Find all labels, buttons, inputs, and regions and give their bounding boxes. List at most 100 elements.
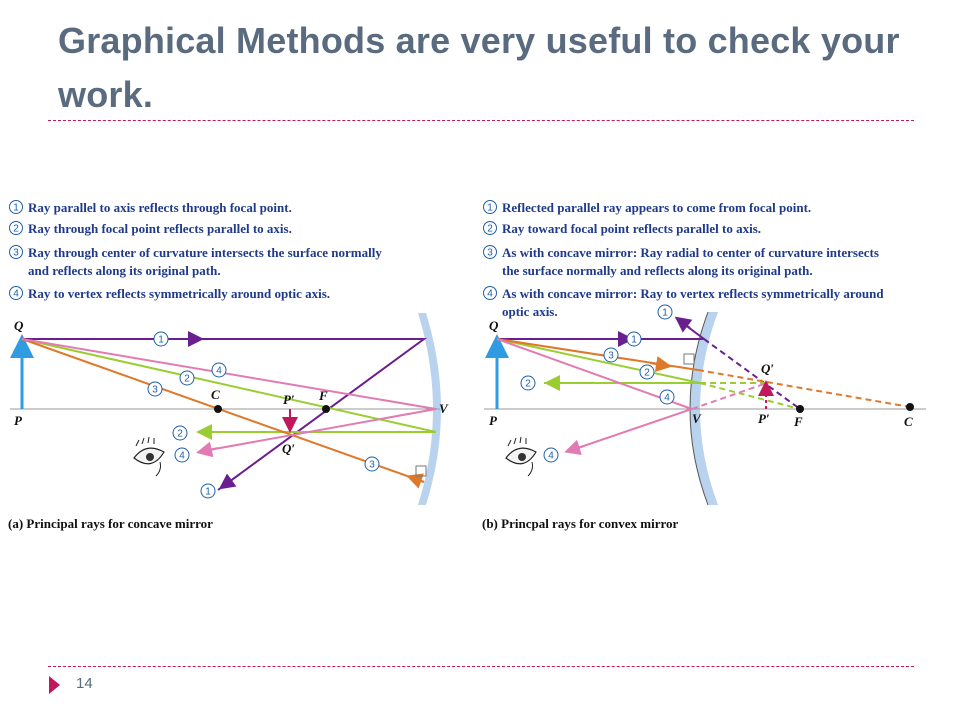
caption-b-3-number: 3 xyxy=(487,248,493,259)
ray-a-1-out-arrow xyxy=(218,473,241,490)
badge-a-4-top: 4 xyxy=(211,362,227,378)
badge-b-2-top: 2 xyxy=(639,364,655,380)
concave-mirror xyxy=(418,313,441,505)
caption-a-3-number: 3 xyxy=(13,248,19,259)
label-p-prime-a: P′ xyxy=(283,392,295,407)
ray-b-1-out-arrow xyxy=(674,316,693,333)
svg-text:2: 2 xyxy=(525,379,531,390)
svg-text:2: 2 xyxy=(644,368,650,379)
svg-text:1: 1 xyxy=(662,308,668,319)
ray-b-3-virtual xyxy=(697,369,911,408)
badge-b-4-out: 4 xyxy=(543,447,559,463)
bottom-divider xyxy=(48,666,914,667)
caption-b-4: 4 As with concave mirror: Ray to vertex … xyxy=(483,286,884,319)
ray-b-3-arrow xyxy=(649,356,672,372)
label-v-b: V xyxy=(692,411,702,426)
caption-a-3-text-cont: and reflects along its original path. xyxy=(28,263,221,278)
badge-b-2-out: 2 xyxy=(520,375,536,391)
svg-text:3: 3 xyxy=(369,460,375,471)
point-f-a xyxy=(322,405,330,413)
caption-b-1-text: Reflected parallel ray appears to come f… xyxy=(502,200,811,215)
label-q-a: Q xyxy=(14,318,24,333)
caption-a-4: 4 Ray to vertex reflects symmetrically a… xyxy=(9,286,330,301)
caption-a-3-text: Ray through center of curvature intersec… xyxy=(28,245,382,260)
label-p-prime-b: P′ xyxy=(758,411,770,426)
caption-b-1-number: 1 xyxy=(487,203,493,214)
panel-b-subtitle: (b) Princpal rays for convex mirror xyxy=(482,516,679,531)
ray-a-3 xyxy=(21,338,425,483)
svg-text:3: 3 xyxy=(152,385,158,396)
caption-a-2-text: Ray through focal point reflects paralle… xyxy=(28,221,292,236)
top-divider xyxy=(48,120,914,121)
ray-a-3-normal-mark xyxy=(415,465,427,477)
caption-a-1-number: 1 xyxy=(13,203,19,214)
svg-text:2: 2 xyxy=(177,429,183,440)
badge-a-2-top: 2 xyxy=(179,370,195,386)
ray-a-4 xyxy=(21,338,437,453)
badge-a-4-bottom: 4 xyxy=(174,447,190,463)
slide-title: Graphical Methods are very useful to che… xyxy=(58,20,900,115)
badge-b-1-out: 1 xyxy=(657,304,673,320)
label-f-a: F xyxy=(318,388,328,403)
point-c-b xyxy=(906,403,914,411)
label-p-b: P xyxy=(489,413,498,428)
caption-a-1: 1 Ray parallel to axis reflects through … xyxy=(9,200,292,215)
caption-b-2-text: Ray toward focal point reflects parallel… xyxy=(502,221,761,236)
badge-b-3: 3 xyxy=(603,347,619,363)
svg-text:2: 2 xyxy=(184,374,190,385)
svg-text:1: 1 xyxy=(205,487,211,498)
label-f-b: F xyxy=(793,414,803,429)
label-v-a: V xyxy=(439,401,449,416)
caption-b-3: 3 As with concave mirror: Ray radial to … xyxy=(483,245,879,278)
ray-a-4-arrow xyxy=(196,441,219,458)
svg-text:4: 4 xyxy=(548,451,554,462)
badge-a-2-bottom: 2 xyxy=(172,425,188,441)
caption-a-2: 2 Ray through focal point reflects paral… xyxy=(9,221,292,236)
svg-text:4: 4 xyxy=(216,366,222,377)
ray-a-2 xyxy=(21,338,437,433)
panel-a: 1 Ray parallel to axis reflects through … xyxy=(8,200,449,531)
eye-icon xyxy=(133,436,165,477)
label-p-a: P xyxy=(14,413,23,428)
panel-a-subtitle: (a) Principal rays for concave mirror xyxy=(8,516,213,531)
badge-b-1-top: 1 xyxy=(626,331,642,347)
caption-a-4-text: Ray to vertex reflects symmetrically aro… xyxy=(28,286,330,301)
panel-b: 1 Reflected parallel ray appears to come… xyxy=(482,200,926,531)
ray-b-4-arrow xyxy=(564,439,585,456)
svg-text:1: 1 xyxy=(158,335,164,346)
eye-icon xyxy=(505,436,537,477)
caption-b-4-text: As with concave mirror: Ray to vertex re… xyxy=(502,286,884,301)
panel-b-captions: 1 Reflected parallel ray appears to come… xyxy=(483,200,884,319)
point-c-a xyxy=(214,405,222,413)
svg-text:4: 4 xyxy=(664,393,670,404)
badge-a-3-top: 3 xyxy=(147,381,163,397)
label-q-prime-a: Q′ xyxy=(282,441,295,456)
caption-b-2-number: 2 xyxy=(487,224,493,235)
caption-a-3: 3 Ray through center of curvature inters… xyxy=(9,245,382,278)
ray-b-3-normal-mark xyxy=(683,353,695,365)
page-marker-icon xyxy=(49,676,60,694)
caption-b-4-text-cont: optic axis. xyxy=(502,304,558,319)
label-q-b: Q xyxy=(489,318,499,333)
ray-a-3-arrow xyxy=(406,473,425,489)
caption-b-3-text-cont: the surface normally and reflects along … xyxy=(502,263,813,278)
ray-b-1 xyxy=(497,317,707,340)
svg-text:3: 3 xyxy=(608,351,614,362)
convex-mirror xyxy=(690,312,718,505)
caption-b-4-number: 4 xyxy=(487,289,493,300)
ray-b-2-virtual-in xyxy=(699,382,801,410)
point-f-b xyxy=(796,405,804,413)
ray-a-1 xyxy=(22,338,428,491)
caption-b-2: 2 Ray toward focal point reflects parall… xyxy=(483,221,761,236)
badge-b-4-top: 4 xyxy=(659,389,675,405)
label-q-prime-b: Q′ xyxy=(761,361,774,376)
label-c-a: C xyxy=(211,387,220,402)
caption-a-4-number: 4 xyxy=(13,289,19,300)
badge-a-1-bottom: 1 xyxy=(200,483,216,499)
caption-b-1: 1 Reflected parallel ray appears to come… xyxy=(483,200,811,215)
label-c-b: C xyxy=(904,414,913,429)
caption-a-1-text: Ray parallel to axis reflects through fo… xyxy=(28,200,292,215)
badge-a-1-top: 1 xyxy=(153,331,169,347)
badge-a-3-bottom: 3 xyxy=(364,456,380,472)
